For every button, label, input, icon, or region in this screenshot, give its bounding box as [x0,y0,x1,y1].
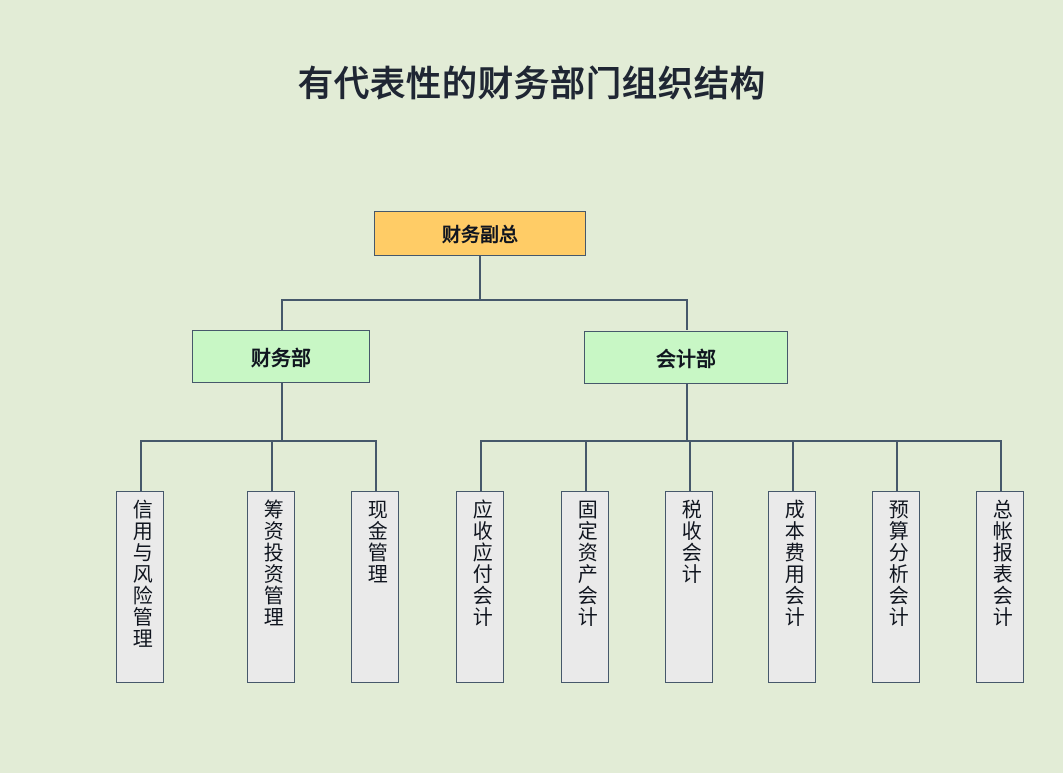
node-leaf-credit-risk[interactable]: 信用与风险管理 [116,491,164,683]
node-label: 应收应付会计 [469,499,492,628]
connector-drop-finance [281,299,283,330]
connector-drop-accounting [686,299,688,330]
connector-drop-budget-analysis [896,440,898,491]
node-label: 财务副总 [441,225,518,246]
node-leaf-gl-reporting[interactable]: 总帐报表会计 [976,491,1024,683]
node-root-vp-finance[interactable]: 财务副总 [374,211,586,256]
connector-drop-tax [689,440,691,491]
node-label: 会计部 [656,349,716,371]
connector-root-stem [479,256,481,300]
node-label: 筹资投资管理 [260,499,283,628]
node-label: 总帐报表会计 [989,499,1012,628]
connector-accounting-bus [480,440,1001,442]
connector-root-bus [281,299,687,301]
node-label: 现金管理 [364,499,387,585]
connector-drop-financing-investment [271,440,273,491]
connector-drop-gl-reporting [1000,440,1002,491]
node-leaf-cost-expense[interactable]: 成本费用会计 [768,491,816,683]
node-label: 预算分析会计 [885,499,908,628]
connector-drop-credit-risk [140,440,142,491]
connector-drop-cash [375,440,377,491]
node-leaf-fixed-assets[interactable]: 固定资产会计 [561,491,609,683]
connector-drop-cost-expense [792,440,794,491]
connector-finance-stem [281,383,283,441]
node-leaf-tax[interactable]: 税收会计 [665,491,713,683]
node-label: 税收会计 [678,499,701,585]
node-label: 成本费用会计 [781,499,804,628]
node-label: 固定资产会计 [574,499,597,628]
node-leaf-ar-ap[interactable]: 应收应付会计 [456,491,504,683]
node-dept-accounting[interactable]: 会计部 [584,331,788,384]
connector-finance-bus [140,440,376,442]
node-label: 财务部 [251,348,311,370]
node-leaf-cash[interactable]: 现金管理 [351,491,399,683]
node-label: 信用与风险管理 [129,499,152,650]
connector-drop-fixed-assets [585,440,587,491]
node-leaf-budget-analysis[interactable]: 预算分析会计 [872,491,920,683]
page-title: 有代表性的财务部门组织结构 [297,65,766,105]
node-leaf-financing-investment[interactable]: 筹资投资管理 [247,491,295,683]
connector-accounting-stem [686,384,688,441]
node-dept-finance[interactable]: 财务部 [192,330,370,383]
connector-drop-ar-ap [480,440,482,491]
